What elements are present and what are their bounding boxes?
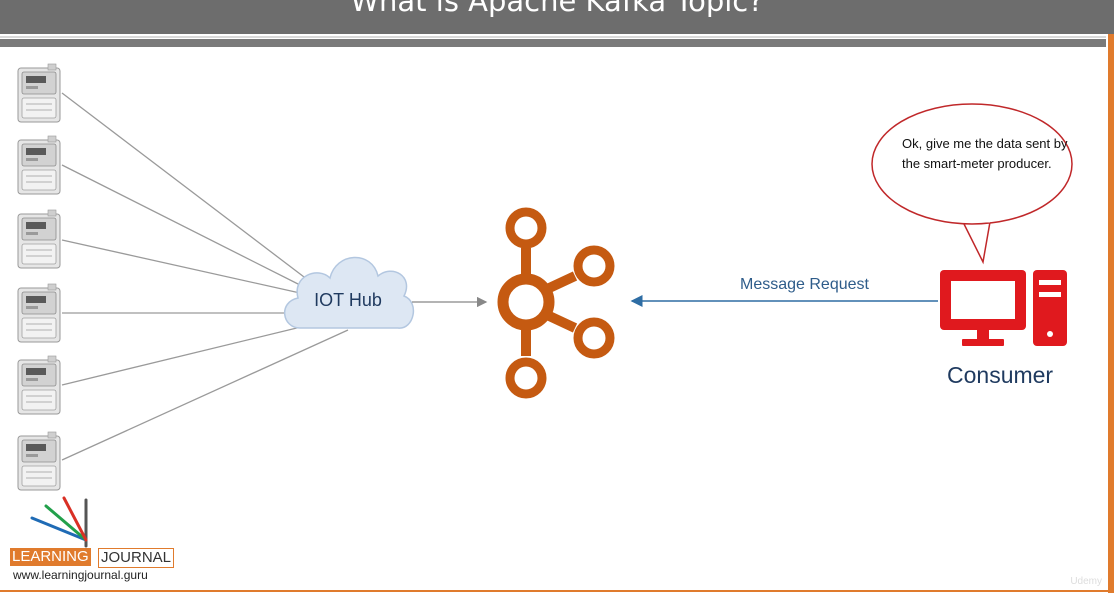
- learning-journal-logo-icon: [30, 496, 88, 548]
- smart-meter-icon: [17, 355, 61, 415]
- iot-hub-cloud-icon: [283, 256, 415, 329]
- bottom-accent-line: [0, 590, 1108, 592]
- iot-hub-label: IOT Hub: [314, 290, 382, 310]
- watermark: Udemy: [1070, 576, 1102, 587]
- website-url: www.learningjournal.guru: [13, 568, 148, 582]
- kafka-logo-icon: [497, 207, 615, 399]
- speech-bubble: [871, 103, 1073, 265]
- logo-word-learning: LEARNING: [10, 548, 91, 566]
- smart-meter-icon: [17, 283, 61, 343]
- consumer-label: Consumer: [947, 362, 1054, 388]
- smart-meter-icon: [17, 431, 61, 491]
- meter-link-2: [61, 164, 305, 288]
- meter-link-5: [61, 325, 306, 386]
- smart-meter-icon: [17, 135, 61, 195]
- logo-word-journal: JOURNAL: [98, 548, 175, 568]
- meter-link-1: [61, 92, 309, 281]
- meter-link-3: [61, 239, 301, 294]
- desktop-computer-icon: [940, 270, 1067, 346]
- smart-meter-icon: [17, 209, 61, 269]
- title-bar: What is Apache Kafka Topic?: [0, 0, 1114, 34]
- meter-link-6: [61, 329, 349, 461]
- smart-meter-icon: [17, 63, 61, 123]
- slide-title: What is Apache Kafka Topic?: [350, 0, 764, 18]
- title-divider-dark: [0, 39, 1106, 47]
- message-request-label: Message Request: [740, 276, 869, 293]
- speech-bubble-text: Ok, give me the data sent by the smart-m…: [902, 136, 1068, 171]
- right-edge-accent: [1108, 34, 1114, 593]
- title-divider-light: [0, 36, 1106, 38]
